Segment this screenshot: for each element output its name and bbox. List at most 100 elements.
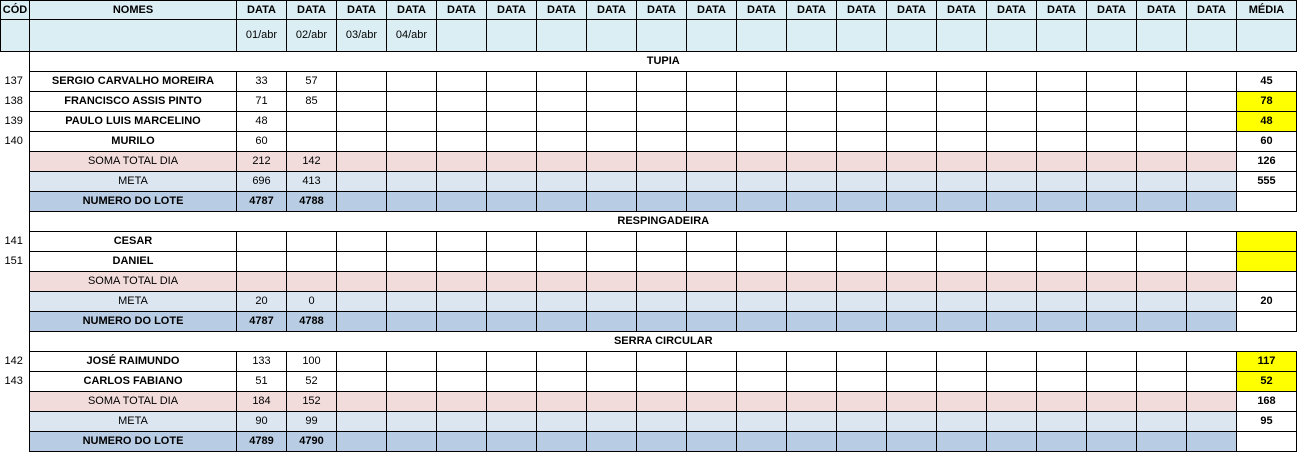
value-cell[interactable] xyxy=(1186,71,1237,92)
value-cell[interactable]: 85 xyxy=(286,91,337,112)
lote-value[interactable] xyxy=(1186,311,1237,332)
meta-value[interactable] xyxy=(636,171,687,192)
meta-value[interactable] xyxy=(336,171,387,192)
lote-value[interactable] xyxy=(536,191,587,212)
value-cell[interactable] xyxy=(736,91,787,112)
worker-media[interactable]: 52 xyxy=(1236,371,1297,392)
header-data[interactable]: DATA xyxy=(536,0,587,20)
value-cell[interactable] xyxy=(536,91,587,112)
value-cell[interactable] xyxy=(886,371,937,392)
date-cell[interactable] xyxy=(736,19,787,52)
header-data[interactable]: DATA xyxy=(1186,0,1237,20)
soma-value[interactable] xyxy=(836,151,887,172)
meta-value[interactable] xyxy=(886,411,937,432)
soma-label[interactable]: SOMA TOTAL DIA xyxy=(29,391,237,412)
soma-value[interactable] xyxy=(536,391,587,412)
lote-value[interactable] xyxy=(536,311,587,332)
date-cell[interactable] xyxy=(1036,19,1087,52)
soma-media[interactable] xyxy=(1236,271,1297,292)
lote-value[interactable] xyxy=(786,311,837,332)
value-cell[interactable] xyxy=(786,231,837,252)
meta-value[interactable] xyxy=(1186,291,1237,312)
lote-value[interactable] xyxy=(836,311,887,332)
value-cell[interactable] xyxy=(386,111,437,132)
value-cell[interactable] xyxy=(1036,231,1087,252)
meta-value[interactable]: 413 xyxy=(286,171,337,192)
value-cell[interactable]: 33 xyxy=(236,71,287,92)
value-cell[interactable] xyxy=(336,231,387,252)
value-cell[interactable] xyxy=(536,371,587,392)
value-cell[interactable] xyxy=(1086,231,1137,252)
lote-media[interactable] xyxy=(1236,431,1297,452)
cod-empty[interactable] xyxy=(0,331,30,352)
value-cell[interactable] xyxy=(1086,371,1137,392)
soma-value[interactable] xyxy=(1036,271,1087,292)
cod-empty[interactable] xyxy=(0,291,30,312)
worker-name[interactable]: CARLOS FABIANO xyxy=(29,371,237,392)
header-cod[interactable]: CÓD xyxy=(0,0,30,20)
value-cell[interactable] xyxy=(986,231,1037,252)
lote-value[interactable] xyxy=(636,431,687,452)
value-cell[interactable] xyxy=(486,351,537,372)
value-cell[interactable]: 71 xyxy=(236,91,287,112)
lote-value[interactable] xyxy=(636,191,687,212)
meta-value[interactable] xyxy=(436,291,487,312)
soma-value[interactable] xyxy=(686,391,737,412)
worker-media[interactable]: 60 xyxy=(1236,131,1297,152)
meta-value[interactable] xyxy=(886,291,937,312)
lote-value[interactable] xyxy=(686,311,737,332)
worker-cod[interactable]: 140 xyxy=(0,131,30,152)
header-data[interactable]: DATA xyxy=(586,0,637,20)
soma-value[interactable] xyxy=(686,151,737,172)
lote-value[interactable] xyxy=(936,431,987,452)
value-cell[interactable] xyxy=(386,371,437,392)
value-cell[interactable] xyxy=(836,71,887,92)
value-cell[interactable] xyxy=(436,91,487,112)
meta-value[interactable] xyxy=(1136,411,1187,432)
soma-value[interactable] xyxy=(1036,151,1087,172)
value-cell[interactable] xyxy=(736,371,787,392)
value-cell[interactable] xyxy=(686,251,737,272)
soma-value[interactable] xyxy=(286,271,337,292)
lote-value[interactable]: 4790 xyxy=(286,431,337,452)
date-cell[interactable]: 01/abr xyxy=(236,19,287,52)
meta-value[interactable] xyxy=(1086,411,1137,432)
value-cell[interactable] xyxy=(636,251,687,272)
lote-value[interactable] xyxy=(1036,311,1087,332)
soma-value[interactable] xyxy=(686,271,737,292)
worker-media[interactable] xyxy=(1236,251,1297,272)
soma-value[interactable] xyxy=(736,391,787,412)
value-cell[interactable] xyxy=(1036,91,1087,112)
meta-value[interactable] xyxy=(1036,171,1087,192)
value-cell[interactable] xyxy=(1036,251,1087,272)
date-cell[interactable] xyxy=(636,19,687,52)
soma-media[interactable]: 126 xyxy=(1236,151,1297,172)
meta-value[interactable] xyxy=(486,411,537,432)
value-cell[interactable] xyxy=(686,351,737,372)
lote-label[interactable]: NUMERO DO LOTE xyxy=(29,431,237,452)
soma-value[interactable] xyxy=(586,151,637,172)
value-cell[interactable] xyxy=(1186,111,1237,132)
value-cell[interactable] xyxy=(1186,371,1237,392)
meta-value[interactable] xyxy=(836,171,887,192)
worker-name[interactable]: DANIEL xyxy=(29,251,237,272)
meta-label[interactable]: META xyxy=(29,171,237,192)
header-data[interactable]: DATA xyxy=(936,0,987,20)
meta-value[interactable] xyxy=(536,291,587,312)
soma-value[interactable] xyxy=(836,271,887,292)
meta-value[interactable]: 20 xyxy=(236,291,287,312)
meta-value[interactable] xyxy=(486,291,537,312)
soma-value[interactable] xyxy=(1086,271,1137,292)
header-data[interactable]: DATA xyxy=(886,0,937,20)
value-cell[interactable] xyxy=(336,351,387,372)
value-cell[interactable] xyxy=(436,111,487,132)
section-title[interactable]: SERRA CIRCULAR xyxy=(29,331,1297,352)
lote-value[interactable] xyxy=(386,311,437,332)
cod-empty[interactable] xyxy=(0,211,30,232)
meta-value[interactable]: 0 xyxy=(286,291,337,312)
value-cell[interactable] xyxy=(536,71,587,92)
soma-value[interactable] xyxy=(886,151,937,172)
header-data[interactable]: DATA xyxy=(1086,0,1137,20)
worker-name[interactable]: MURILO xyxy=(29,131,237,152)
value-cell[interactable] xyxy=(436,131,487,152)
